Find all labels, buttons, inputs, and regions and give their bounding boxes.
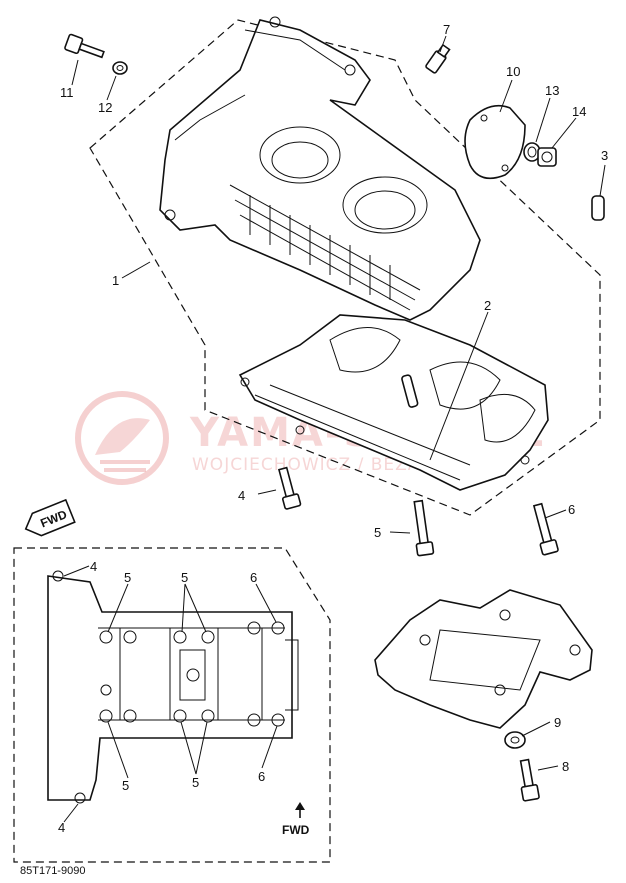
inset-callout-5-left-top: 5 — [124, 570, 131, 585]
inset-callout-4-top: 4 — [90, 559, 97, 574]
lower-crankcase — [238, 314, 549, 491]
inset-callout-5-mid-bottom: 5 — [192, 775, 199, 790]
leader-lines — [63, 35, 606, 823]
bolt-11 — [64, 33, 105, 59]
dowel-2 — [401, 374, 419, 408]
plug-7 — [425, 43, 451, 74]
callout-9: 9 — [554, 715, 561, 730]
callout-12: 12 — [98, 100, 112, 115]
nut-9 — [504, 731, 526, 749]
bolt-5 — [413, 499, 435, 557]
inset-callout-6-top: 6 — [250, 570, 257, 585]
callout-11: 11 — [60, 85, 74, 100]
callouts: 1 2 3 4 5 6 7 8 9 10 11 12 13 14 4 4 5 5… — [58, 22, 608, 835]
callout-3: 3 — [601, 148, 608, 163]
callout-4: 4 — [238, 488, 245, 503]
inset-callout-5-left-bottom: 5 — [122, 778, 129, 793]
bottom-view-boundary — [13, 547, 331, 863]
inset-callout-6-bottom: 6 — [258, 769, 265, 784]
upper-crankcase — [159, 16, 481, 321]
callout-1: 1 — [112, 273, 119, 288]
callout-10: 10 — [506, 64, 520, 79]
callout-14: 14 — [572, 104, 586, 119]
callout-2: 2 — [484, 298, 491, 313]
bolt-4 — [277, 466, 302, 510]
watermark-logo — [75, 391, 169, 485]
callout-8: 8 — [562, 759, 569, 774]
callout-6: 6 — [568, 502, 575, 517]
bolt-8 — [519, 758, 540, 802]
inset-callout-5-mid-top: 5 — [181, 570, 188, 585]
inset-callout-4-bottom: 4 — [58, 820, 65, 835]
engine-mount-bracket — [374, 589, 593, 729]
bolt-6 — [532, 502, 559, 556]
callout-5: 5 — [374, 525, 381, 540]
washer-12 — [112, 61, 128, 75]
dowel-pin-3 — [591, 195, 605, 221]
drawing-code: 85T171-9090 — [20, 865, 85, 877]
callout-13: 13 — [545, 83, 559, 98]
bottom-view-plate — [47, 570, 299, 804]
nut-14 — [537, 147, 557, 167]
callout-7: 7 — [443, 22, 450, 37]
fwd-direction-tag: FWD — [24, 498, 76, 537]
fwd-label: FWD — [282, 823, 310, 837]
fwd-arrow: FWD — [282, 802, 310, 837]
cover-plate-10 — [464, 104, 526, 180]
